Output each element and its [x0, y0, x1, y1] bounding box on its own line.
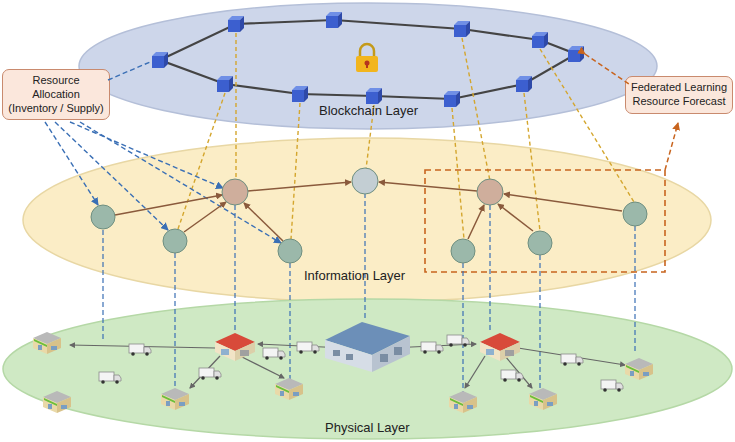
layer-label: Information Layer: [304, 268, 405, 283]
callout-box: Resource Allocation (Inventory / Supply): [2, 69, 110, 120]
callout-text: Resource Allocation (Inventory / Supply): [8, 74, 104, 115]
layer-label-holder: Physical Layer: [325, 418, 410, 436]
layer-label: Blockchain Layer: [319, 103, 418, 118]
layer-label: Physical Layer: [325, 420, 410, 435]
layer-label-holder: Information Layer: [304, 266, 405, 284]
layer-label-holder: Blockchain Layer: [319, 101, 418, 119]
callout-box: Federated Learning Resource Forecast: [625, 76, 733, 114]
callout-text: Federated Learning Resource Forecast: [631, 81, 727, 109]
